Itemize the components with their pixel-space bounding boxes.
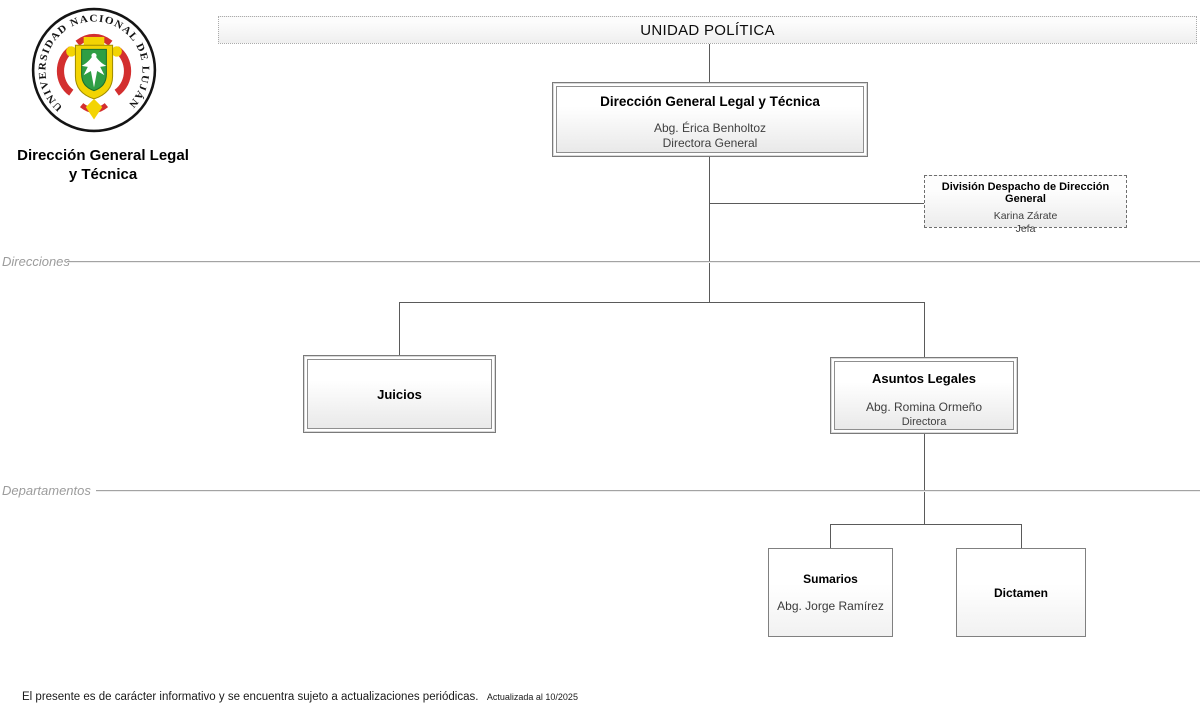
connector-to-juicios bbox=[399, 302, 400, 355]
org-box-person: Abg. Romina Ormeño bbox=[865, 400, 983, 414]
org-box-role: Directora General bbox=[662, 136, 758, 150]
logo-caption-line1: Dirección General Legal bbox=[17, 147, 189, 164]
logo-caption-line2: y Técnica bbox=[68, 166, 138, 183]
org-box-title: Asuntos Legales bbox=[871, 371, 977, 386]
org-box-asuntos-legales: Asuntos Legales Abg. Romina Ormeño Direc… bbox=[830, 357, 1018, 434]
org-box-role: Directora bbox=[901, 416, 947, 428]
connector-to-sumarios bbox=[830, 524, 831, 548]
connector-root-down bbox=[709, 157, 710, 302]
connector-to-dictamen bbox=[1021, 524, 1022, 548]
org-box-title: Juicios bbox=[377, 386, 422, 402]
connector-direcciones-split bbox=[399, 302, 925, 303]
section-label-direcciones: Direcciones bbox=[2, 254, 70, 269]
org-box-title: Dictamen bbox=[993, 585, 1049, 600]
unidad-politica-header: UNIDAD POLÍTICA bbox=[218, 16, 1197, 44]
org-box-person: Abg. Jorge Ramírez bbox=[777, 598, 884, 613]
unlu-logo: UNIVERSIDAD NACIONAL DE LUJÁN bbox=[31, 7, 157, 133]
section-divider-direcciones bbox=[67, 261, 1200, 263]
footer-updated-date: Actualizada al 10/2025 bbox=[486, 692, 578, 702]
section-label-departamentos: Departamentos bbox=[2, 483, 91, 498]
connector-to-division bbox=[709, 203, 924, 204]
org-box-sumarios: Sumarios Abg. Jorge Ramírez bbox=[768, 548, 893, 637]
connector-header-to-root bbox=[709, 44, 710, 82]
org-box-role: Jefa bbox=[1015, 223, 1036, 235]
section-divider-departamentos bbox=[96, 490, 1200, 492]
org-box-title: División Despacho de Dirección General bbox=[941, 181, 1110, 205]
org-box-title: Sumarios bbox=[803, 571, 858, 586]
org-box-juicios: Juicios bbox=[303, 355, 496, 433]
connector-asuntos-down bbox=[924, 434, 925, 524]
footer-note: El presente es de carácter informativo y… bbox=[22, 687, 578, 705]
footer-disclaimer: El presente es de carácter informativo y… bbox=[22, 691, 479, 703]
org-box-division-despacho: División Despacho de Dirección General K… bbox=[924, 175, 1127, 235]
org-box-person: Abg. Érica Benholtoz bbox=[653, 121, 767, 135]
connector-to-asuntos bbox=[924, 302, 925, 357]
org-box-title: Dirección General Legal y Técnica bbox=[600, 94, 820, 109]
logo-caption: Dirección General Legal y Técnica bbox=[0, 146, 206, 184]
unidad-politica-title: UNIDAD POLÍTICA bbox=[640, 21, 775, 39]
org-box-direccion-general: Dirección General Legal y Técnica Abg. É… bbox=[552, 82, 868, 157]
org-box-person: Karina Zárate bbox=[993, 210, 1058, 222]
logo-crest-icon bbox=[56, 33, 132, 120]
connector-departamentos-split bbox=[830, 524, 1021, 525]
org-box-dictamen: Dictamen bbox=[956, 548, 1086, 637]
